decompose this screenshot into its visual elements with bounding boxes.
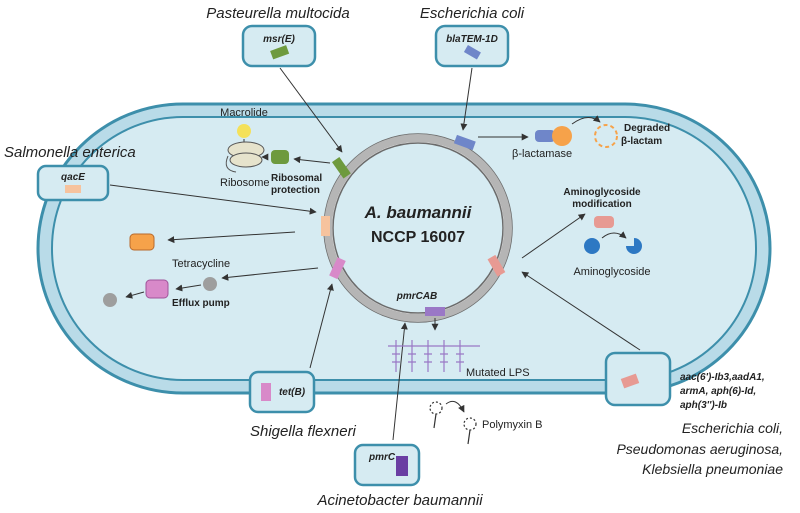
macrolide-label: Macrolide [220, 107, 268, 119]
plasmid-ring-inner [332, 142, 504, 314]
degraded-betalactam [594, 124, 618, 148]
donor-gene-qacE-icon [65, 185, 81, 193]
gene-block-msrE [331, 156, 351, 179]
donor-plasmid-salmonella [36, 164, 110, 202]
degraded-label-1: Degraded [624, 123, 670, 134]
donor-gene-msrE-icon [270, 45, 290, 60]
center-title: A. baumannii [364, 203, 473, 222]
plasmid-label-pmrCAB: pmrCAB [396, 291, 438, 302]
macrolide-dot [237, 124, 251, 138]
ribosomal-protection-protein [271, 150, 289, 164]
arrow-multi-to-plasmid [521, 271, 641, 351]
arrow-tetracycline-to-pump [175, 284, 202, 292]
species-multi-1: Escherichia coli, [682, 420, 783, 436]
species-multi-2: Pseudomonas aeruginosa, [616, 441, 783, 457]
arrow-salmonella-to-plasmid [109, 184, 317, 215]
arrow-plasmid-to-aminoglycoside [521, 213, 586, 259]
expelled-tetracycline-dot [103, 293, 117, 307]
qacE-efflux-channel [129, 233, 155, 251]
species-shigella: Shigella flexneri [250, 423, 357, 440]
degraded-label-2: β-lactam [621, 136, 662, 147]
center-subtitle: NCCP 16007 [371, 229, 465, 246]
ribosome-small-subunit [229, 152, 263, 168]
arrow-shigella-to-plasmid [309, 283, 334, 369]
ribosome-label: Ribosome [220, 177, 270, 189]
efflux-pump-label: Efflux pump [172, 298, 230, 309]
arrow-plasmid-to-qacE-channel [167, 231, 296, 244]
species-salmonella: Salmonella enterica [4, 144, 136, 161]
arrow-pasteurella-to-plasmid [279, 67, 343, 153]
arrow-degradation-curve [571, 115, 601, 125]
gene-block-tetB [329, 257, 346, 280]
arrow-ecoli-to-plasmid [460, 67, 473, 131]
tetracycline-dot [203, 277, 217, 291]
gene-block-aac [487, 254, 506, 277]
species-multi-3: Klebsiella pneumoniae [642, 461, 783, 477]
donor-plasmid-ecoli-top [434, 24, 510, 68]
donor-gene-blaTEM-icon [463, 45, 481, 60]
modified-aminoglycoside [626, 238, 642, 254]
gene-label-blaTEM: blaTEM-1D [446, 34, 498, 45]
species-pasteurella: Pasteurella multocida [206, 5, 349, 22]
donor-plasmid-multi [604, 351, 672, 407]
arrow-acinetobacter-to-plasmid [392, 322, 408, 441]
betalactam-substrate [552, 126, 572, 146]
donor-gene-aac-icon [620, 373, 640, 389]
betalactamase-label: β-lactamase [512, 148, 572, 160]
donor-plasmid-pasteurella [241, 24, 317, 68]
species-acinetobacter: Acinetobacter baumannii [316, 492, 483, 509]
gene-label-multi-3: aph(3'')-Ib [680, 400, 727, 411]
gene-block-qacE [321, 216, 330, 236]
gene-label-tetB: tet(B) [279, 387, 306, 398]
tetracycline-label: Tetracycline [172, 258, 230, 270]
polymyxin-icon [429, 401, 477, 445]
betalactamase-enzyme [535, 130, 555, 142]
donor-plasmid-shigella [248, 370, 316, 414]
mutated-lps-icon [388, 340, 480, 372]
gene-block-blaTEM [453, 134, 476, 151]
gene-label-qacE: qacE [61, 172, 85, 183]
gene-block-pmrCAB [425, 307, 445, 316]
gene-label-msrE: msr(E) [263, 34, 295, 45]
gene-label-multi-1: aac(6')-Ib3,aadA1, [680, 372, 765, 383]
gene-label-multi-2: armA, aph(6)-Id, [680, 386, 756, 397]
gene-label-pmrC: pmrC [368, 452, 396, 463]
donor-plasmid-acinetobacter [353, 443, 421, 487]
ribosome-arc [225, 155, 237, 173]
efflux-pump [145, 279, 169, 299]
aminoglycoside-modification-2: modification [572, 199, 631, 210]
arrow-pump-out [125, 291, 145, 299]
arrow-plasmid-to-protection [293, 156, 331, 164]
donor-gene-pmrC-icon [396, 456, 408, 476]
ribosomal-protection-label-1: Ribosomal [271, 173, 322, 184]
species-ecoli-top: Escherichia coli [420, 5, 525, 22]
aminoglycoside-dot [584, 238, 600, 254]
aminoglycoside-modification-1: Aminoglycoside [563, 187, 641, 198]
mutated-lps-label: Mutated LPS [466, 367, 530, 379]
ribosomal-protection-label-2: protection [271, 185, 320, 196]
arrow-aminoglycoside-curve [601, 231, 627, 239]
aminoglycoside-label: Aminoglycoside [573, 266, 650, 278]
donor-gene-tetB-icon [261, 383, 271, 401]
polymyxin-label: Polymyxin B [482, 419, 543, 431]
aminoglycoside-enzyme [594, 216, 614, 228]
arrow-polymyxin-curve [445, 400, 465, 413]
arrow-plasmid-to-efflux [221, 267, 319, 281]
